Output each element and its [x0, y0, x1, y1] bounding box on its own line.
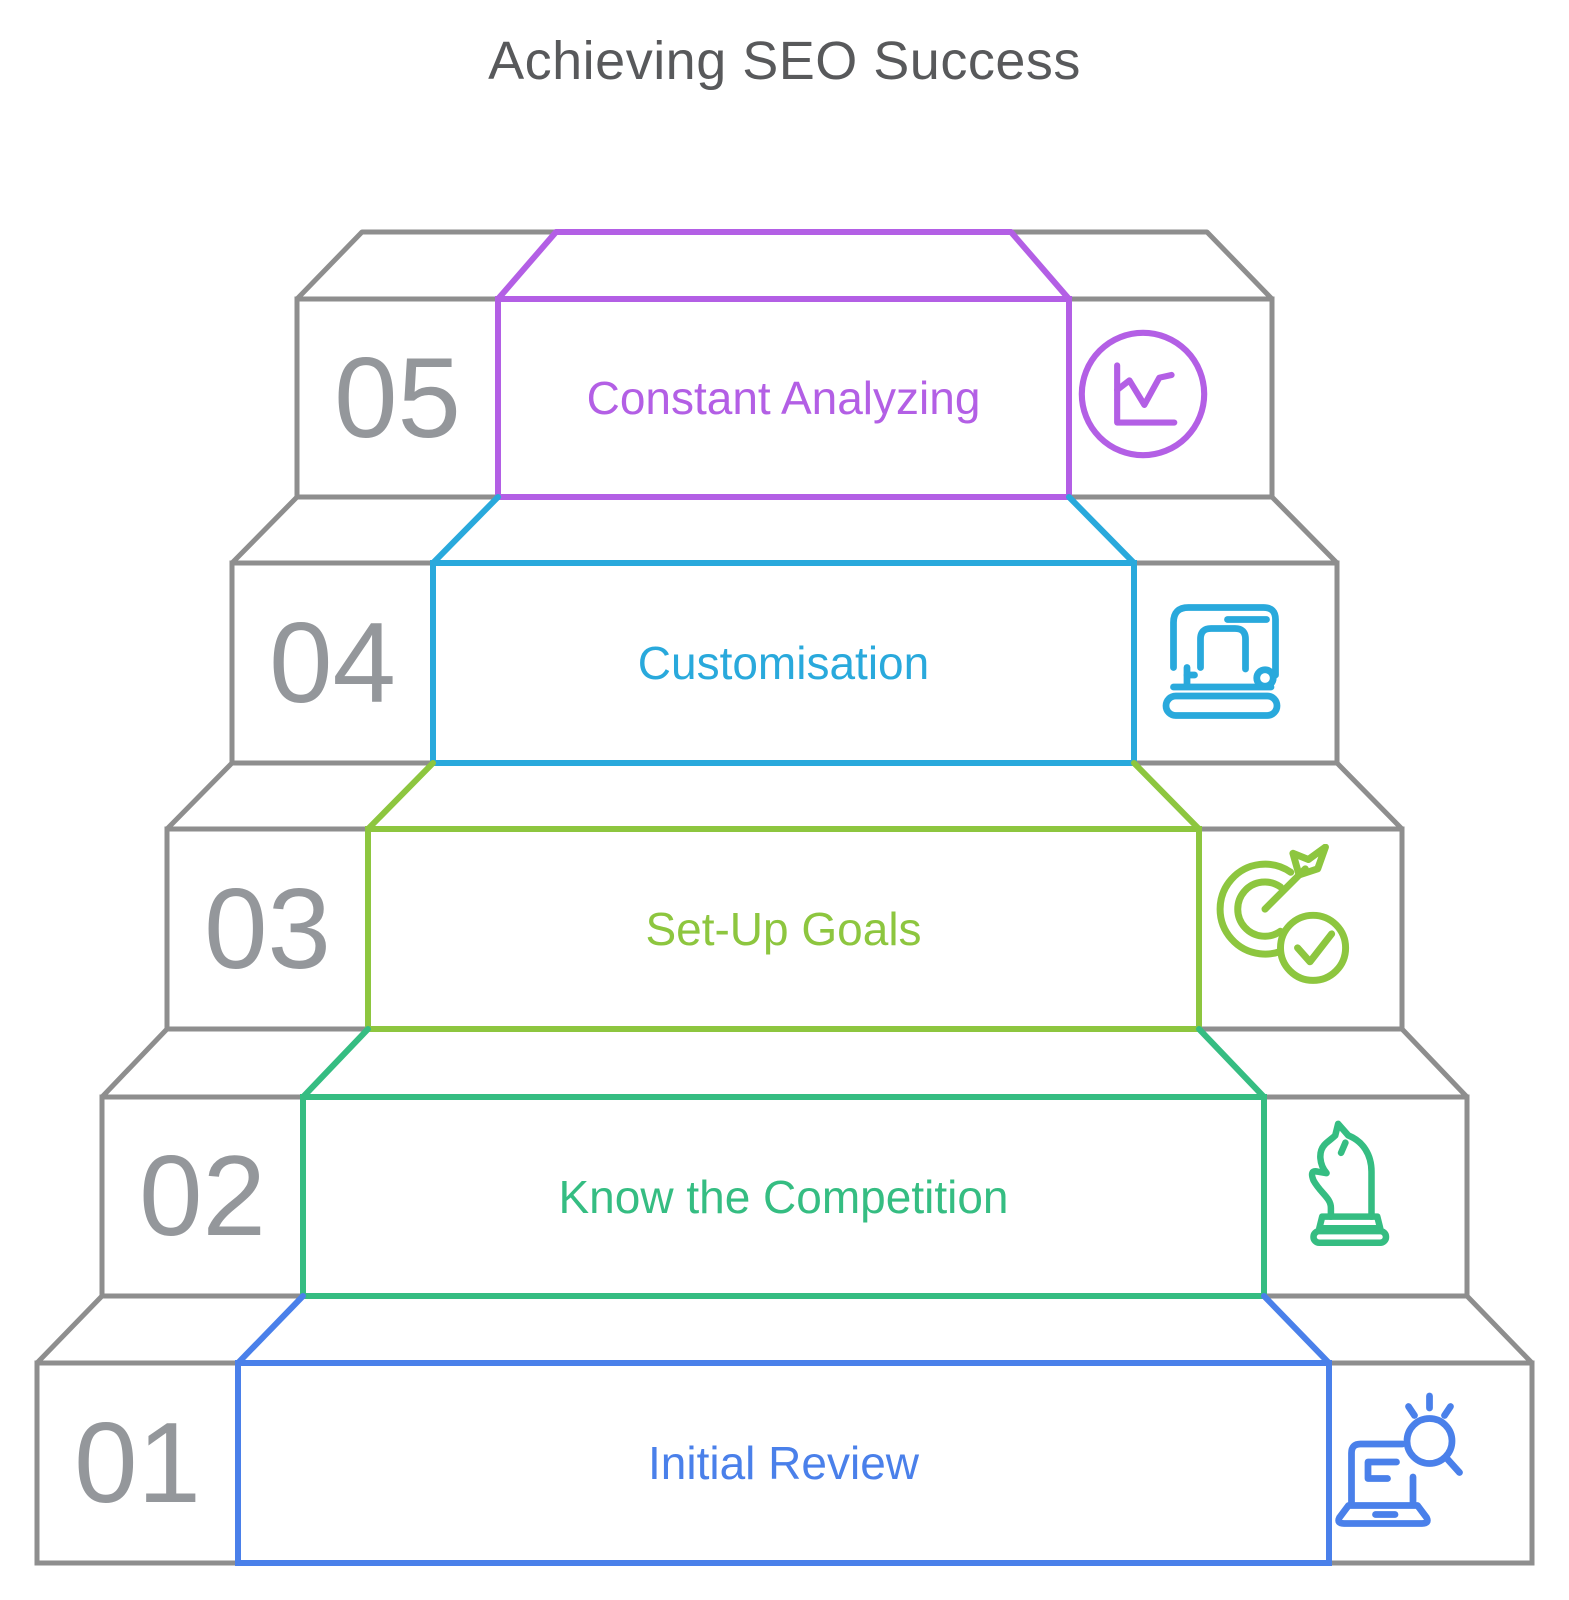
step-01-icon-box: [1335, 1387, 1485, 1537]
step-03-label: Set-Up Goals: [645, 903, 922, 955]
step-01-number: 01: [74, 1399, 201, 1527]
step-05-panel: [495, 296, 1072, 500]
step-05-block: [294, 229, 1275, 500]
step-04-label: Customisation: [637, 637, 930, 689]
chess-knight-icon: [1308, 1120, 1390, 1247]
step-03-block: [164, 760, 1405, 1032]
laptop-search-icon: [1335, 1392, 1463, 1527]
step-04-number: 04: [269, 599, 396, 727]
step-02-icon-box: [1270, 1105, 1415, 1250]
step-05-icon-box: [1075, 326, 1211, 462]
line-chart-icon: [1078, 329, 1208, 459]
step-04-icon-box: [1139, 582, 1289, 732]
step-01-panel: [235, 1360, 1332, 1566]
step-03-panel: [365, 826, 1202, 1032]
step-05-number: 05: [334, 334, 461, 462]
step-01-label: Initial Review: [648, 1437, 919, 1489]
step-03-number: 03: [204, 865, 331, 993]
step-02-label: Know the Competition: [558, 1170, 1009, 1223]
step-05-label: Constant Analyzing: [586, 372, 981, 424]
sewing-machine-icon: [1162, 604, 1281, 719]
diagram-title: Achieving SEO Success: [488, 31, 1081, 91]
target-arrow-check-icon: [1216, 844, 1350, 984]
step-03-icon-box: [1203, 844, 1358, 999]
step-01-block: [34, 1293, 1535, 1566]
step-04-block: [229, 494, 1340, 766]
step-04-panel: [430, 560, 1137, 766]
step-02-panel: [300, 1094, 1267, 1299]
step-02-block: [99, 1026, 1470, 1299]
step-02-number: 02: [139, 1133, 266, 1260]
